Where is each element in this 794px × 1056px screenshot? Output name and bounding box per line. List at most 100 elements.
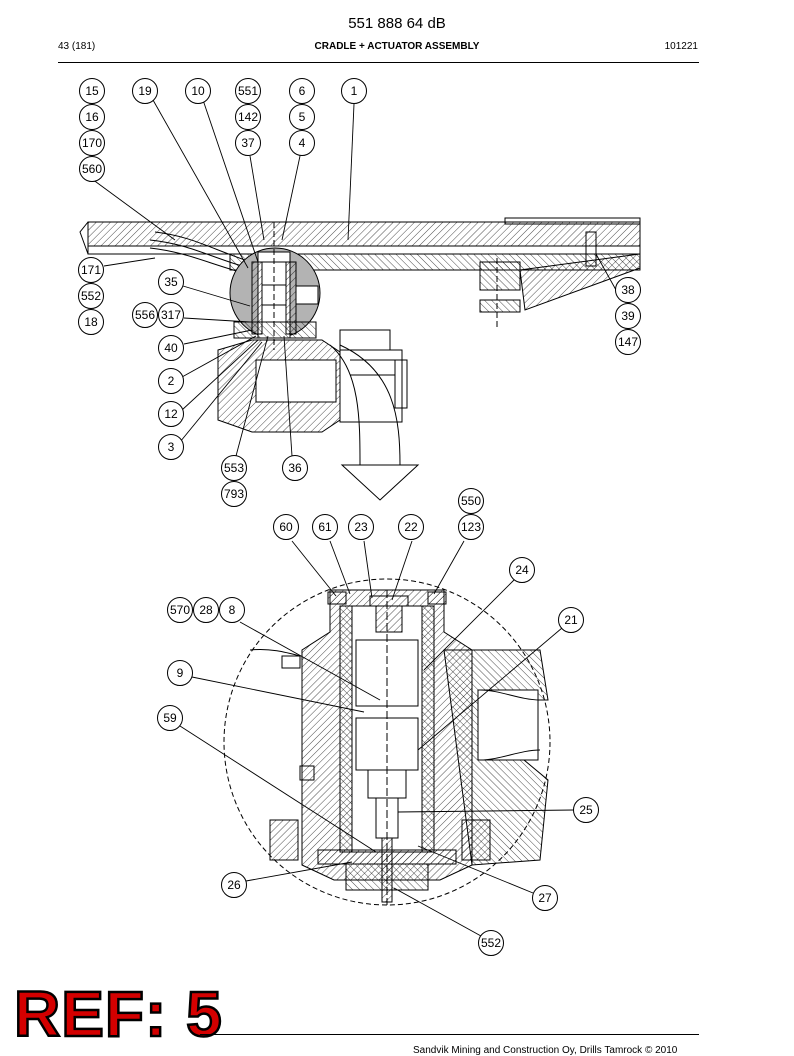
callout-170: 170 — [79, 130, 105, 156]
svg-text:6: 6 — [299, 84, 306, 98]
callout-26: 26 — [221, 872, 247, 898]
svg-text:18: 18 — [84, 315, 98, 329]
svg-text:793: 793 — [224, 487, 244, 501]
callout-551: 551 — [235, 78, 261, 104]
callout-8: 8 — [219, 597, 245, 623]
svg-text:60: 60 — [279, 520, 293, 534]
svg-text:38: 38 — [621, 283, 635, 297]
page-title: CRADLE + ACTUATOR ASSEMBLY — [314, 41, 480, 52]
svg-text:27: 27 — [538, 891, 552, 905]
callout-16: 16 — [79, 104, 105, 130]
ref-stamp: REF: 5 — [13, 978, 223, 1050]
svg-text:1: 1 — [351, 84, 358, 98]
svg-text:9: 9 — [177, 666, 184, 680]
svg-text:15: 15 — [85, 84, 99, 98]
footer-copyright: Sandvik Mining and Construction Oy, Dril… — [413, 1045, 678, 1056]
svg-text:21: 21 — [564, 613, 578, 627]
callout-23: 23 — [348, 514, 374, 540]
svg-text:26: 26 — [227, 878, 241, 892]
callout-12: 12 — [158, 401, 184, 427]
svg-text:23: 23 — [354, 520, 368, 534]
svg-text:40: 40 — [164, 341, 178, 355]
callout-123: 123 — [458, 514, 484, 540]
svg-text:12: 12 — [164, 407, 178, 421]
svg-text:8: 8 — [229, 603, 236, 617]
footer-divider — [200, 1034, 699, 1035]
callout-40: 40 — [158, 335, 184, 361]
header-divider — [58, 62, 699, 63]
callout-10: 10 — [185, 78, 211, 104]
callout-25: 25 — [573, 797, 599, 823]
svg-text:171: 171 — [81, 263, 101, 277]
callout-38: 38 — [615, 277, 641, 303]
svg-text:36: 36 — [288, 461, 302, 475]
callout-15: 15 — [79, 78, 105, 104]
callout-793: 793 — [221, 481, 247, 507]
svg-text:5: 5 — [299, 110, 306, 124]
callout-35: 35 — [158, 269, 184, 295]
callout-19: 19 — [132, 78, 158, 104]
callout-22: 22 — [398, 514, 424, 540]
svg-text:170: 170 — [82, 136, 102, 150]
svg-text:3: 3 — [168, 440, 175, 454]
callout-552-bottom: 552 — [478, 930, 504, 956]
svg-text:24: 24 — [515, 563, 529, 577]
svg-text:4: 4 — [299, 136, 306, 150]
callout-142: 142 — [235, 104, 261, 130]
callout-24: 24 — [509, 557, 535, 583]
svg-text:317: 317 — [161, 308, 181, 322]
svg-text:37: 37 — [241, 136, 255, 150]
callout-550: 550 — [458, 488, 484, 514]
callout-37: 37 — [235, 130, 261, 156]
svg-text:61: 61 — [318, 520, 332, 534]
callout-570: 570 — [167, 597, 193, 623]
callout-553: 553 — [221, 455, 247, 481]
svg-text:19: 19 — [138, 84, 152, 98]
callout-18: 18 — [78, 309, 104, 335]
callout-5: 5 — [289, 104, 315, 130]
svg-text:147: 147 — [618, 335, 638, 349]
callout-bubbles: 15 16 170 560 19 10 551 142 37 6 5 4 1 1… — [78, 78, 641, 956]
callout-2: 2 — [158, 368, 184, 394]
callout-317: 317 — [158, 302, 184, 328]
svg-text:556: 556 — [135, 308, 155, 322]
callout-560: 560 — [79, 156, 105, 182]
svg-text:123: 123 — [461, 520, 481, 534]
callout-60: 60 — [273, 514, 299, 540]
callout-4: 4 — [289, 130, 315, 156]
svg-text:25: 25 — [579, 803, 593, 817]
svg-text:553: 553 — [224, 461, 244, 475]
svg-text:22: 22 — [404, 520, 418, 534]
leader-lines — [91, 99, 617, 937]
svg-text:2: 2 — [168, 374, 175, 388]
svg-text:39: 39 — [621, 309, 635, 323]
svg-text:10: 10 — [191, 84, 205, 98]
svg-text:35: 35 — [164, 275, 178, 289]
svg-text:560: 560 — [82, 162, 102, 176]
svg-text:59: 59 — [163, 711, 177, 725]
callout-21: 21 — [558, 607, 584, 633]
callout-61: 61 — [312, 514, 338, 540]
svg-text:570: 570 — [170, 603, 190, 617]
callout-147: 147 — [615, 329, 641, 355]
callout-556: 556 — [132, 302, 158, 328]
callout-171: 171 — [78, 257, 104, 283]
document-date: 101221 — [664, 41, 698, 52]
callout-1: 1 — [341, 78, 367, 104]
callout-3: 3 — [158, 434, 184, 460]
svg-text:550: 550 — [461, 494, 481, 508]
callout-6: 6 — [289, 78, 315, 104]
detail-section-view — [223, 578, 551, 906]
callout-552-top: 552 — [78, 283, 104, 309]
callout-28: 28 — [193, 597, 219, 623]
page-number: 43 (181) — [58, 41, 96, 52]
svg-text:142: 142 — [238, 110, 258, 124]
callout-27: 27 — [532, 885, 558, 911]
svg-text:552: 552 — [81, 289, 101, 303]
svg-text:28: 28 — [199, 603, 213, 617]
svg-text:552: 552 — [481, 936, 501, 950]
svg-text:551: 551 — [238, 84, 258, 98]
callout-36: 36 — [282, 455, 308, 481]
document-number: 551 888 64 dB — [348, 15, 446, 32]
